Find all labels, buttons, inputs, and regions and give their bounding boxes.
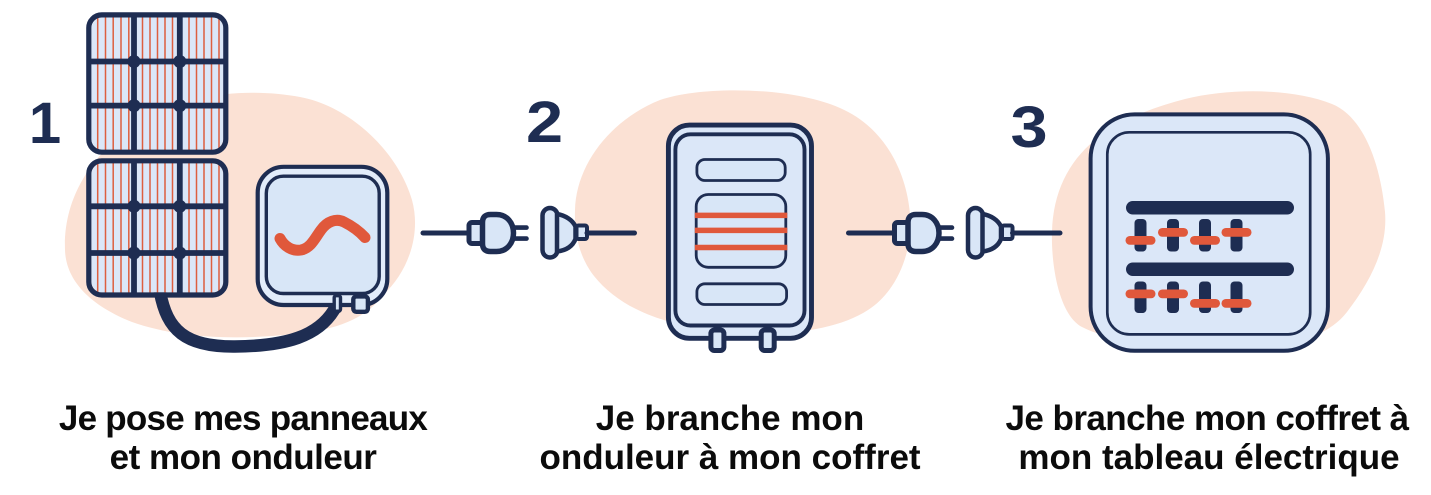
svg-text:2: 2: [526, 90, 563, 155]
svg-text:Je pose mes panneaux: Je pose mes panneaux: [59, 399, 429, 438]
svg-text:Je branche mon: Je branche mon: [596, 399, 864, 438]
svg-text:Je branche mon coffret à: Je branche mon coffret à: [1005, 399, 1409, 438]
svg-text:3: 3: [1010, 95, 1047, 160]
svg-text:mon tableau électrique: mon tableau électrique: [1018, 438, 1399, 477]
svg-text:et mon onduleur: et mon onduleur: [110, 438, 378, 477]
svg-text:onduleur à mon coffret: onduleur à mon coffret: [539, 438, 920, 477]
svg-text:1: 1: [29, 91, 61, 156]
